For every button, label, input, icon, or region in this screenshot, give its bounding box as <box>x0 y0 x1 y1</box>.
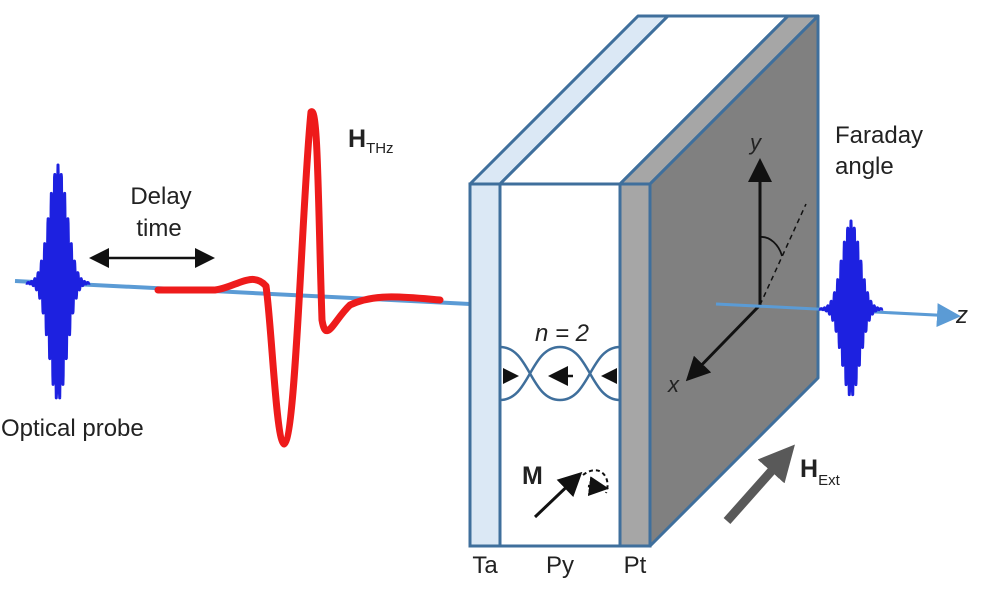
h-ext-subscript: Ext <box>818 472 841 489</box>
faraday-label-line1: Faraday <box>835 122 923 149</box>
x-axis-arrow <box>685 303 762 382</box>
optical-probe-pulse-left <box>24 163 92 400</box>
precession-arrow <box>587 476 609 497</box>
optical-probe-pulse-right <box>817 219 885 397</box>
pt-layer-label: Pt <box>624 552 647 579</box>
z-axis-label: z <box>955 302 968 329</box>
y-axis-label: y <box>748 130 763 155</box>
delay-time-label-line1: Delay <box>130 183 191 210</box>
h-thz-subscript: THz <box>366 140 394 157</box>
py-layer-label: Py <box>546 552 574 579</box>
h-thz-label: HTHz <box>348 125 394 157</box>
pt-layer <box>618 182 652 548</box>
faraday-label-line2: angle <box>835 153 894 180</box>
probe-left-trace <box>24 163 92 400</box>
magnetization-arrow <box>533 471 583 519</box>
ta-layer-label: Ta <box>472 552 498 579</box>
mode-number-label: n = 2 <box>535 320 589 347</box>
delay-time-label-line2: time <box>136 215 181 242</box>
h-ext-label: HExt <box>800 455 841 489</box>
rotated-polarization-line <box>759 203 807 306</box>
standing-wave-upper <box>499 345 621 402</box>
sample-stack <box>468 14 820 548</box>
thz-pulse <box>154 108 444 448</box>
x-axis-label: x <box>667 372 680 397</box>
standing-wave-lower <box>499 345 621 402</box>
h-ext-arrow <box>723 444 795 524</box>
optical-probe-label: Optical probe <box>1 415 144 442</box>
probe-right-trace <box>817 219 885 397</box>
ta-layer <box>468 182 502 548</box>
faraday-angle-arc <box>759 236 783 257</box>
magnetization-label: M <box>522 462 543 490</box>
